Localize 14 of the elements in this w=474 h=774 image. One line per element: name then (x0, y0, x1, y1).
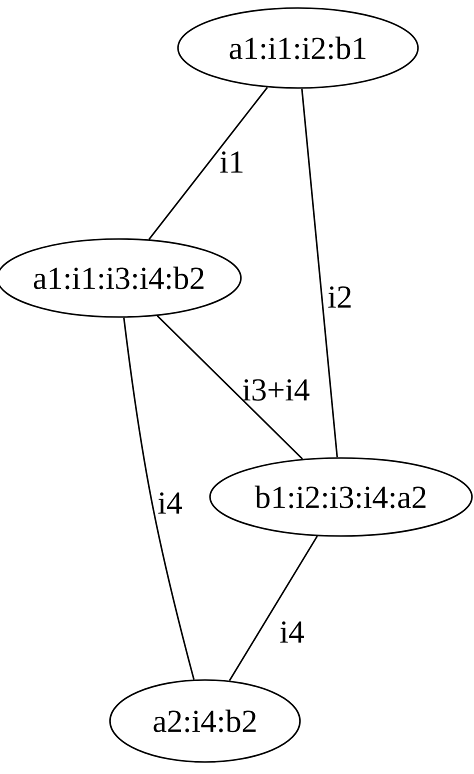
edge-line (156, 315, 303, 460)
edge-line (228, 536, 318, 681)
edge-line (148, 86, 268, 240)
edge-label: i4 (280, 621, 304, 643)
graph-node: a1:i1:i3:i4:b2 (0, 238, 242, 318)
edge-line (301, 88, 338, 458)
edge-label: i2 (328, 286, 351, 308)
edge-label: i1 (220, 151, 243, 173)
graph-node: a2:i4:b2 (109, 679, 301, 763)
edge-label: i4 (158, 492, 182, 514)
graph-node: b1:i2:i3:i4:a2 (209, 457, 473, 537)
edge-label: i3+i4 (242, 379, 310, 401)
graph-node: a1:i1:i2:b1 (177, 7, 419, 89)
edge-line (123, 318, 195, 680)
